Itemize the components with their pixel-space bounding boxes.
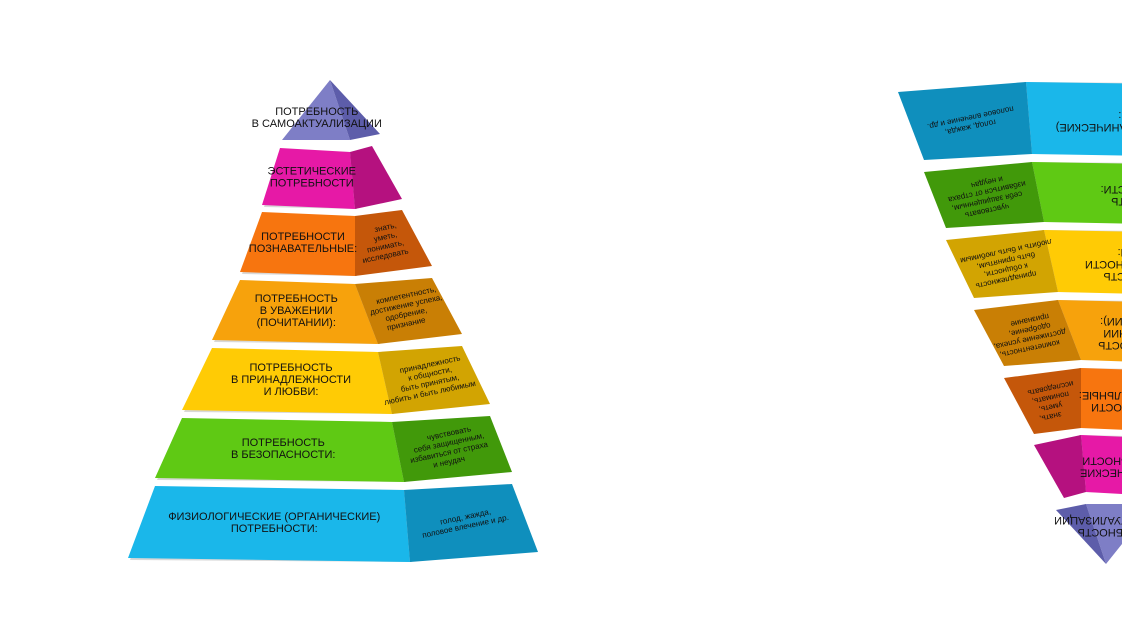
right-level-6-side: [924, 162, 1044, 228]
left-level-5-title-line: ПОТРЕБНОСТЬ: [249, 362, 332, 374]
left-level-7-front: [128, 486, 410, 562]
right-level-7-front: [1026, 82, 1122, 156]
left-level-2-title-line: ПОТРЕБНОСТИ: [270, 178, 354, 190]
right-level-1-front: [1086, 504, 1122, 564]
right-level-5-front: [1044, 230, 1122, 294]
right-level-5-side: [946, 230, 1058, 298]
left-level-7-title-line: ПОТРЕБНОСТИ:: [231, 523, 318, 535]
left-level-2-title-line: ЭСТЕТИЧЕСКИЕ: [268, 166, 356, 178]
left-level-5-title-line: И ЛЮБВИ:: [264, 386, 319, 398]
right-level-1-side: [1056, 504, 1106, 564]
right-level-3-title-line: ПОТРЕБНОСТИ: [1091, 401, 1122, 413]
left-level-4-side: [355, 278, 462, 344]
right-level-5-title-line: ПОТРЕБНОСТЬ: [1103, 270, 1122, 282]
right-level-2-front: [1081, 435, 1122, 495]
left-level-1-side: [330, 80, 380, 140]
right-level-2-title-line: ЭСТЕТИЧЕСКИЕ: [1080, 467, 1122, 479]
right-level-7-title-line: ПОТРЕБНОСТИ:: [1118, 109, 1122, 121]
left-level-6-title-line: В БЕЗОПАСНОСТИ:: [231, 449, 336, 461]
right-level-7-title-line: ФИЗИОЛОГИЧЕСКИЕ (ОРГАНИЧЕСКИЕ): [1056, 121, 1122, 133]
left-level-2-front: [262, 148, 355, 209]
right-level-3-side: [1004, 368, 1081, 434]
right-level-3-title-line: ПОЗНАВАТЕЛЬНЫЕ:: [1079, 389, 1122, 401]
left-level-3-title-line: ПОЗНАВАТЕЛЬНЫЕ:: [249, 243, 357, 255]
left-level-4-front: [212, 280, 378, 344]
right-level-4-title-line: (ПОЧИТАНИИ):: [1100, 315, 1122, 327]
right-level-4-side: [974, 300, 1081, 366]
left-level-7-title-line: ФИЗИОЛОГИЧЕСКИЕ (ОРГАНИЧЕСКИЕ): [168, 511, 380, 523]
left-level-4-title-line: (ПОЧИТАНИИ):: [257, 317, 336, 329]
left-level-6-title-line: ПОТРЕБНОСТЬ: [242, 437, 325, 449]
left-level-6-front: [155, 418, 404, 482]
right-level-5-title-line: В ПРИНАДЛЕЖНОСТИ: [1085, 258, 1122, 270]
right-level-4-title-line: ПОТРЕБНОСТЬ: [1098, 339, 1122, 351]
left-level-4-title-line: ПОТРЕБНОСТЬ: [255, 293, 338, 305]
right-level-7-side: [898, 82, 1032, 160]
left-level-5-title-line: В ПРИНАДЛЕЖНОСТИ: [231, 374, 351, 386]
left-level-2-side: [350, 146, 402, 209]
left-level-1-title-line: ПОТРЕБНОСТЬ: [275, 106, 358, 118]
right-level-1-title-line: ПОТРЕБНОСТЬ: [1078, 526, 1122, 538]
left-level-5-front: [182, 348, 392, 414]
left-level-4-title-line: В УВАЖЕНИИ: [260, 305, 333, 317]
right-level-2-title-line: ПОТРЕБНОСТИ: [1082, 455, 1122, 467]
right-level-1-title-line: В САМОАКТУАЛИЗАЦИИ: [1054, 514, 1122, 526]
left-level-3-side: [355, 210, 432, 276]
right-level-6-title-line: В БЕЗОПАСНОСТИ:: [1101, 183, 1122, 195]
left-level-6-side: [392, 416, 512, 482]
left-level-3-front: [240, 212, 355, 276]
right-level-4-front: [1058, 300, 1122, 362]
right-level-3-front: [1081, 368, 1122, 430]
right-level-4-title-line: В УВАЖЕНИИ: [1103, 327, 1122, 339]
left-level-5-side: [378, 346, 490, 414]
right-level-6-title-line: ПОТРЕБНОСТЬ: [1111, 195, 1122, 207]
right-level-6-front: [1032, 162, 1122, 224]
right-level-5-title-line: И ЛЮБВИ:: [1118, 246, 1122, 258]
left-level-7-side: [404, 484, 538, 562]
right-level-2-side: [1034, 435, 1086, 498]
left-level-1-title-line: В САМОАКТУАЛИЗАЦИИ: [252, 118, 382, 130]
left-level-3-title-line: ПОТРЕБНОСТИ: [261, 231, 345, 243]
left-level-1-front: [282, 80, 350, 140]
